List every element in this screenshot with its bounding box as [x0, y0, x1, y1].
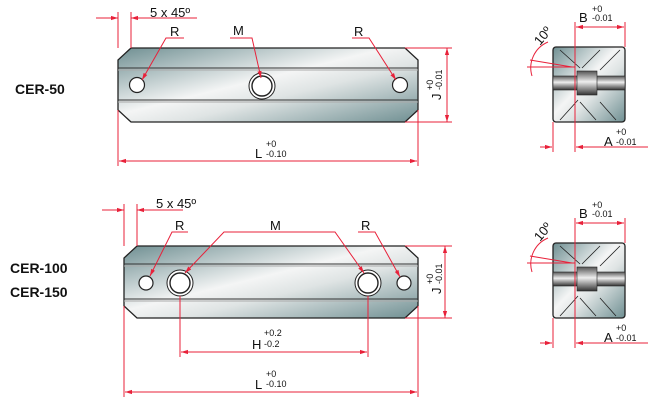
svg-text:+0: +0 — [592, 200, 602, 210]
svg-text:+0: +0 — [616, 127, 626, 137]
svg-text:+0: +0 — [616, 323, 626, 333]
svg-text:L: L — [255, 146, 262, 161]
side-view-cer-100-150: 10º B +0 -0.01 A +0 -0.01 — [527, 200, 648, 348]
hole-r-label: R — [175, 218, 184, 233]
dimension-h: H +0.2 -0.2 — [252, 328, 282, 352]
hole-r-left — [138, 275, 154, 291]
svg-text:A: A — [604, 134, 613, 149]
dimension-j: J +0 -0.01 — [425, 263, 444, 294]
svg-text:J: J — [429, 288, 444, 295]
svg-text:A: A — [604, 330, 613, 345]
svg-text:-0.10: -0.10 — [266, 149, 287, 159]
svg-text:B: B — [579, 10, 588, 25]
dimension-b: B +0 -0.01 — [579, 4, 613, 25]
hole-r-right — [391, 76, 409, 94]
svg-text:H: H — [252, 337, 261, 352]
side-view-cer-50: 10º B +0 -0.01 A +0 -0.01 — [527, 4, 648, 152]
svg-text:-0.01: -0.01 — [616, 333, 637, 343]
hole-r-label: R — [170, 24, 179, 39]
svg-text:+0: +0 — [266, 369, 276, 379]
svg-text:-0.10: -0.10 — [266, 379, 287, 389]
svg-text:+0: +0 — [266, 139, 276, 149]
thread-m-label: M — [270, 218, 281, 233]
angle-label: 10º — [531, 23, 555, 48]
dimension-l: L +0 -0.10 — [255, 369, 287, 392]
thread-m-label: M — [233, 23, 244, 38]
model-label-cer-100: CER-100 — [10, 260, 68, 276]
svg-text:+0: +0 — [425, 274, 435, 284]
dimension-a: A +0 -0.01 — [604, 127, 637, 149]
hole-r-label: R — [354, 24, 363, 39]
model-label-cer-50: CER-50 — [15, 81, 65, 97]
svg-text:-0.01: -0.01 — [592, 209, 613, 219]
dimension-b: B +0 -0.01 — [579, 200, 613, 221]
svg-text:-0.2: -0.2 — [264, 339, 280, 349]
svg-text:+0.2: +0.2 — [264, 328, 282, 338]
dimension-l: L +0 -0.10 — [255, 139, 287, 161]
svg-text:L: L — [255, 377, 262, 392]
angle-label: 10º — [531, 219, 555, 244]
plate-cer-100-150 — [123, 245, 419, 319]
chamfer-label: 5 x 45º — [156, 196, 196, 211]
svg-text:B: B — [579, 206, 588, 221]
chamfer-label: 5 x 45º — [150, 5, 190, 20]
dimension-a: A +0 -0.01 — [604, 323, 637, 345]
hole-r-right — [396, 275, 412, 291]
model-label-cer-150: CER-150 — [10, 284, 68, 300]
svg-text:+0: +0 — [425, 80, 435, 90]
svg-text:J: J — [429, 94, 444, 101]
plate-cer-50 — [117, 47, 419, 123]
svg-text:-0.01: -0.01 — [434, 69, 444, 90]
hole-r-left — [128, 76, 146, 94]
svg-text:+0: +0 — [592, 4, 602, 14]
dimension-j: J +0 -0.01 — [425, 69, 444, 100]
hole-r-label: R — [361, 218, 370, 233]
svg-text:-0.01: -0.01 — [592, 13, 613, 23]
svg-text:-0.01: -0.01 — [616, 137, 637, 147]
svg-text:-0.01: -0.01 — [434, 263, 444, 284]
